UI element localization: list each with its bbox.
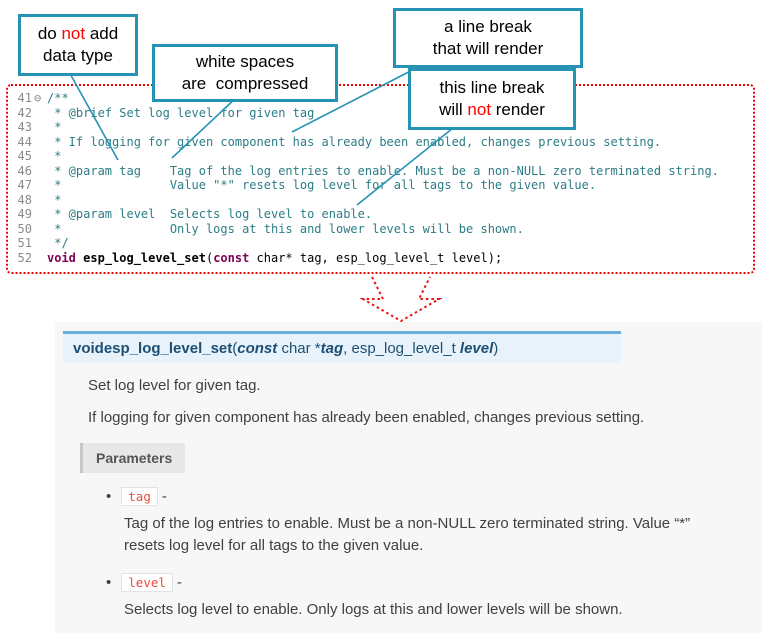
code-line: 43 * [14, 120, 749, 135]
bullet-icon: • [106, 488, 112, 505]
code-line: 42 * @brief Set log level for given tag [14, 106, 749, 121]
line-number: 41 [17, 91, 32, 105]
param-item-head: • level - [106, 572, 733, 592]
function-signature: voidesp_log_level_set(const char *tag, e… [63, 331, 621, 363]
callout-linebreak-not-render: this line break will not render [408, 68, 576, 130]
code-editor-panel: 41⊖/** 42 * @brief Set log level for giv… [6, 84, 755, 274]
line-number: 48 [17, 192, 32, 207]
code-line: 49 * @param level Selects log level to e… [14, 207, 749, 222]
line-number: 46 [17, 163, 32, 178]
callout-no-data-type: do not add data type [18, 14, 138, 76]
callout-line: do not add [37, 23, 119, 43]
line-number: 52 [17, 250, 32, 265]
callout-line: are compressed [181, 74, 309, 93]
line-number: 51 [17, 236, 32, 250]
param-item-head: • tag - [106, 487, 733, 506]
line-number: 42 [17, 105, 32, 120]
param-item-tag: • tag - Tag of the log entries to enable… [106, 487, 733, 557]
callout-line: will not render [439, 100, 545, 119]
callout-line: data type [43, 46, 113, 65]
line-number: 49 [17, 207, 32, 221]
callout-line: this line break [439, 77, 545, 97]
callout-linebreak-renders: a line break that will render [393, 8, 583, 68]
bullet-icon: • [106, 573, 112, 591]
dotted-down-arrow [359, 276, 443, 323]
doc-body: Set log level for given tag. If logging … [80, 377, 733, 621]
doc-detail-paragraph: If logging for given component has alrea… [88, 409, 645, 426]
line-number: 47 [17, 178, 32, 192]
param-name-literal: level [121, 572, 173, 592]
line-number: 45 [17, 149, 32, 163]
callout-line: a line break [444, 16, 532, 36]
parameters-rubric: Parameters [80, 443, 186, 473]
code-line: 45 * [14, 149, 749, 164]
rendered-docs-panel: voidesp_log_level_set(const char *tag, e… [55, 322, 762, 633]
callout-whitespace-compressed: white spaces are compressed [152, 44, 338, 102]
code-line: 41⊖/** [14, 91, 749, 106]
line-number: 50 [17, 221, 32, 236]
param-description: Selects log level to enable. Only logs a… [124, 600, 623, 618]
line-number: 44 [17, 134, 32, 149]
code-line: 51 */ [14, 236, 749, 251]
callout-line: white spaces [195, 51, 295, 71]
code-line: 48 * [14, 193, 749, 208]
code-line: 50 * Only logs at this and lower levels … [14, 222, 749, 237]
code-line: 46 * @param tag Tag of the log entries t… [14, 164, 749, 179]
param-description: Tag of the log entries to enable. Must b… [124, 515, 691, 554]
code-line: 44 * If logging for given component has … [14, 135, 749, 150]
param-dash: - [176, 573, 182, 591]
doc-brief-paragraph: Set log level for given tag. [88, 377, 261, 394]
param-dash: - [161, 488, 167, 505]
code-line: 47 * Value "*" resets log level for all … [14, 178, 749, 193]
param-name-literal: tag [121, 487, 158, 506]
param-item-level: • level - Selects log level to enable. O… [106, 572, 733, 621]
callout-line: that will render [432, 39, 544, 58]
line-number: 43 [17, 120, 32, 134]
fold-marker-icon: ⊖ [34, 91, 42, 105]
